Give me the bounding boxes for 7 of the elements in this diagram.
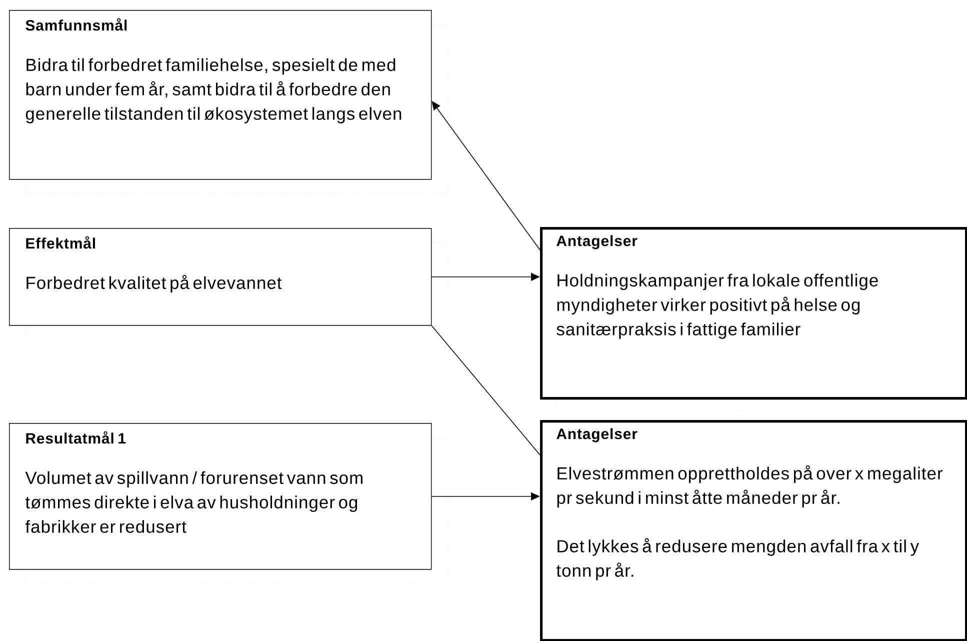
text-box: Effektmål Forbedret kvalitet på elvevannet <box>9 228 448 340</box>
text-box: Antagelser Elvestrømmen opprettholdes på over x megaliter pr sekund i minst åtte måneder pr år. Det lykkes å redusere mengden avfall fra x til y tonn pr år. <box>540 420 967 641</box>
text-box: Antagelser Holdningskampanjer fra lokale offentlige myndigheter virker positivt på helse og sanitærpraksis i fattige familier <box>540 227 967 412</box>
text-box: Resultatmål 1 Volumet av spillvann / forurenset vann som tømmes direkte i elva av husholdninger og fabrikker er redusert <box>9 423 448 584</box>
node-label: Antagelser <box>556 235 638 250</box>
node-label: Holdningskampanjer fra lokale offentlige myndigheter virker positivt på helse og sanitærpraksis i fattige familier <box>556 274 878 339</box>
text-box: Samfunnsmål Bidra til forbedret familiehelse, spesielt de med barn under fem år, samt bidra til å forbedre den generelle tilstanden til økosystemet langs elven <box>9 10 448 194</box>
